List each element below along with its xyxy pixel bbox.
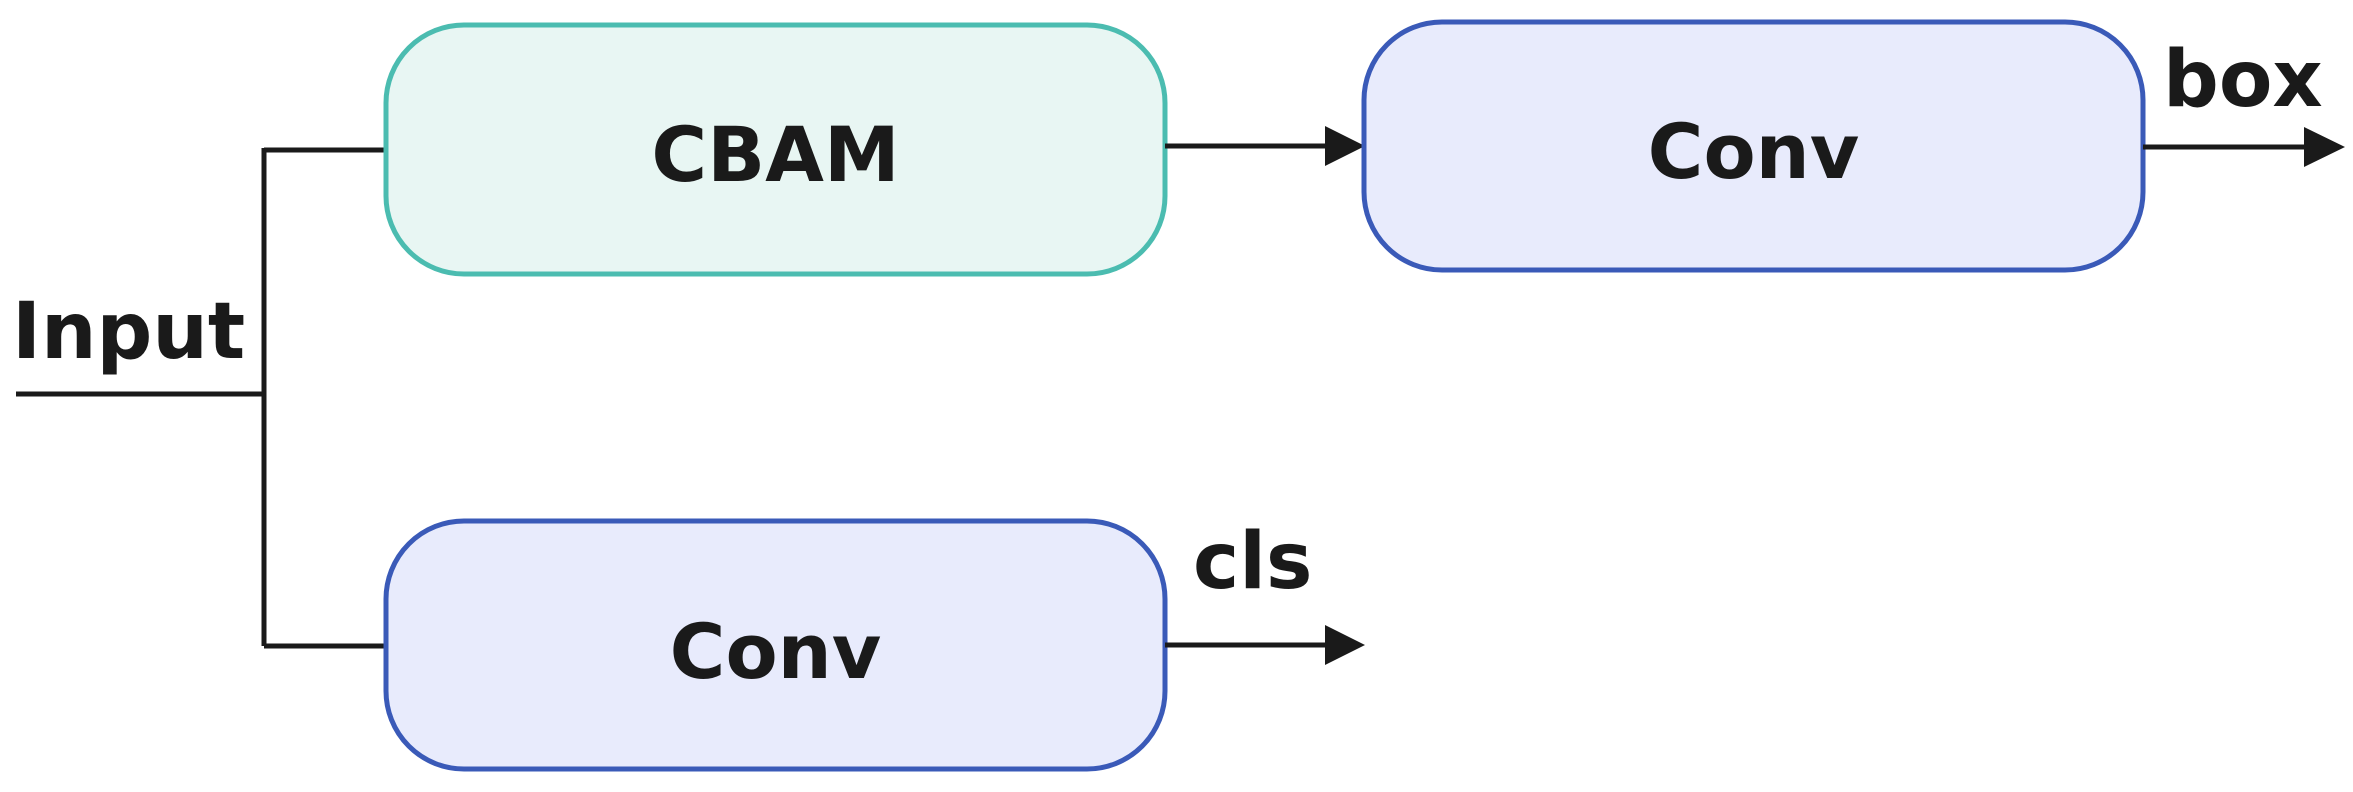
conv-top-block: Conv [1361,19,2146,273]
conv-bottom-block: Conv [383,518,1168,772]
box-output-label: box [2163,35,2323,125]
cls-output-edge [1165,625,1365,665]
box-output-edge [2143,127,2345,167]
cbam-label: CBAM [651,110,899,199]
cls-output-arrowhead [1325,625,1365,665]
conv-bottom-label: Conv [670,607,882,696]
box-output-arrowhead [2304,127,2345,167]
input-label: Input [12,287,245,377]
cbam-to-conv-edge [1165,126,1365,166]
cbam-box [383,22,1168,277]
cbam-to-conv-arrowhead [1325,126,1365,166]
cls-output-label: cls [1193,517,1312,607]
conv-top-label: Conv [1648,107,1860,196]
cbam-block: CBAM [383,22,1168,277]
